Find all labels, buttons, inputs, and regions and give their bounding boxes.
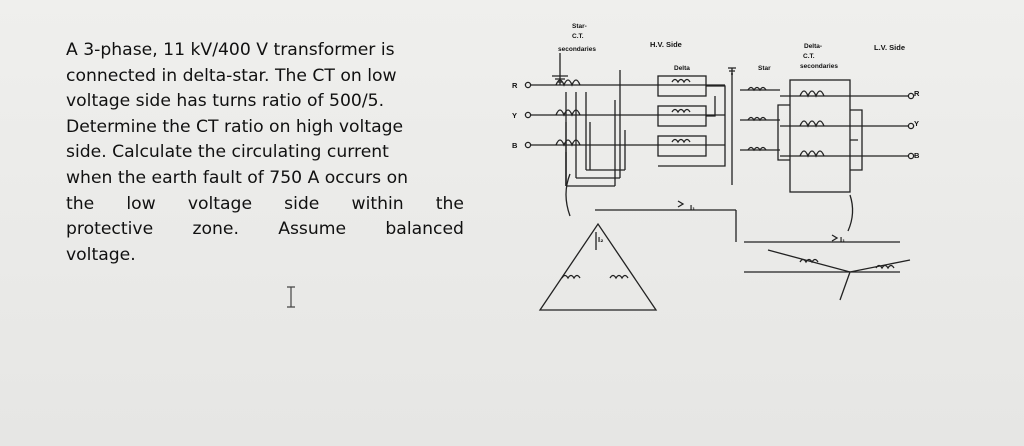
word: balanced <box>385 219 464 240</box>
word: protective <box>66 219 154 240</box>
phase-r-right: R <box>914 89 920 98</box>
word: the <box>435 193 464 214</box>
label-delta: Delta <box>674 65 690 72</box>
problem-line-4: Determine the CT ratio on high voltage <box>66 116 404 137</box>
phase-r-left: R <box>512 81 518 90</box>
label-ct: C.T. <box>572 33 584 40</box>
problem-line-7: the low voltage side within the <box>66 192 464 218</box>
current-ip: I₂ <box>598 235 603 244</box>
word: low <box>126 193 156 214</box>
label-delta-secondaries: secondaries <box>800 63 838 70</box>
word: zone. <box>192 219 239 240</box>
label-lv-side: L.V. Side <box>874 43 905 52</box>
phase-b-left: B <box>512 141 518 150</box>
problem-line-9: voltage. <box>66 244 136 265</box>
word: within <box>351 193 404 214</box>
problem-line-2: connected in delta-star. The CT on low <box>66 65 397 86</box>
label-star-winding: Star <box>758 65 771 72</box>
problem-line-8: protective zone. Assume balanced <box>66 217 464 243</box>
label-star: Star- <box>572 23 587 30</box>
diagram-wiring <box>524 53 915 311</box>
current-i1-right: I₁ <box>840 235 845 244</box>
label-hv-side: H.V. Side <box>650 40 682 49</box>
problem-line-1: A 3-phase, 11 kV/400 V transformer is <box>66 40 395 60</box>
word: side <box>284 193 320 214</box>
phase-y-left: Y <box>512 111 517 120</box>
label-delta-ct2: C.T. <box>803 53 815 60</box>
text-cursor-icon <box>287 286 295 308</box>
problem-line-5: side. Calculate the circulating current <box>66 142 389 163</box>
problem-line-6: when the earth fault of 750 A occurs on <box>66 167 408 188</box>
word: Assume <box>278 219 347 240</box>
label-delta-ct: Delta- <box>804 43 822 50</box>
phase-y-right: Y <box>914 119 919 128</box>
label-secondaries: secondaries <box>558 46 596 53</box>
problem-statement: A 3-phase, 11 kV/400 V transformer is co… <box>66 38 476 268</box>
current-i1: I₁ <box>690 203 695 212</box>
word: voltage <box>187 193 253 214</box>
circuit-diagram: Star- C.T. secondaries H.V. Side Delta- … <box>512 23 920 311</box>
problem-line-3: voltage side has turns ratio of 500/5. <box>66 91 385 112</box>
word: the <box>66 193 95 214</box>
phase-b-right: B <box>914 151 920 160</box>
